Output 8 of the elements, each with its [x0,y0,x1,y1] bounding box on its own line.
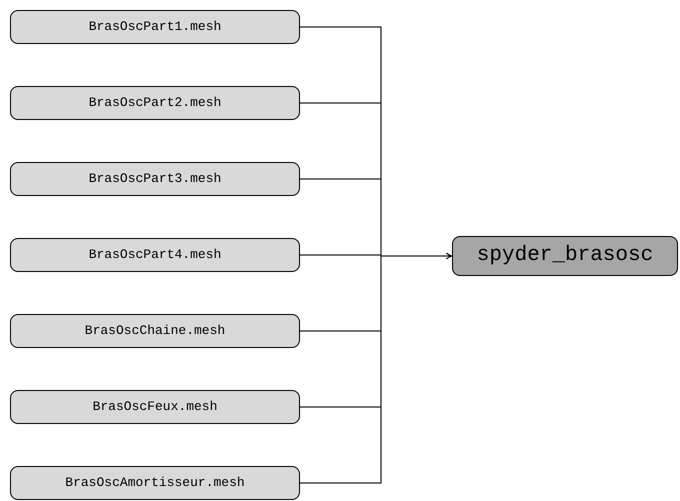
file-box: spyder_brasosc [452,236,678,276]
file-box: BrasOscPart4.mesh [10,238,300,272]
file-box: BrasOscPart1.mesh [10,10,300,44]
file-box: BrasOscPart2.mesh [10,86,300,120]
file-box: BrasOscPart3.mesh [10,162,300,196]
file-box: BrasOscFeux.mesh [10,390,300,424]
file-box: BrasOscChaine.mesh [10,314,300,348]
file-box: BrasOscAmortisseur.mesh [10,466,300,500]
